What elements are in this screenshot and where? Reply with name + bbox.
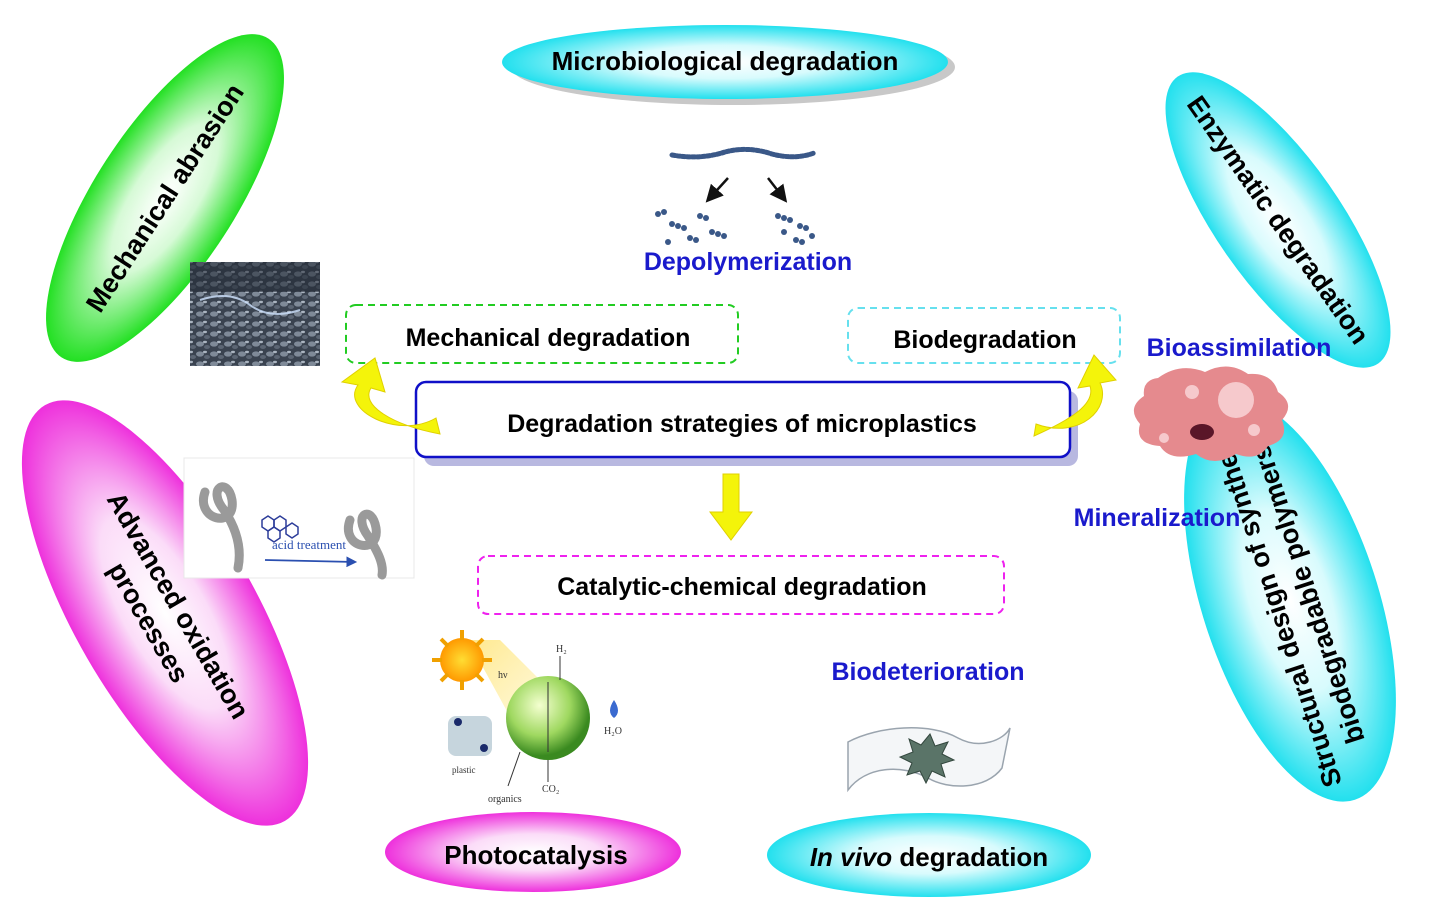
- water-drop-icon: [610, 700, 618, 718]
- advanced-oxidation-node: Advanced oxidation processes: [21, 400, 309, 826]
- biodeterioration-illustration: [847, 727, 1011, 793]
- mechanical-degradation-node: Mechanical degradation: [345, 304, 739, 364]
- biodeterioration-label: Biodeterioration: [831, 658, 1024, 686]
- hv-label: hν: [498, 670, 508, 681]
- microbiological-degradation-node: Microbiological degradation: [502, 25, 955, 105]
- abrasion-photo: [190, 262, 320, 366]
- cell-illustration: [1133, 366, 1289, 461]
- in-vivo-rest-label: degradation: [892, 842, 1048, 872]
- arrow-to-catalytic: [709, 473, 753, 541]
- center-title: Degradation strategies of microplastics: [507, 410, 977, 438]
- in-vivo-degradation-node: In vivo degradation: [767, 813, 1091, 897]
- photocatalysis-illustration: hν H₂ H₂O plastic organics CO₂: [432, 630, 622, 805]
- catalytic-chemical-label: Catalytic-chemical degradation: [557, 573, 927, 601]
- biodegradation-node: Biodegradation: [847, 307, 1121, 364]
- photocatalysis-node: Photocatalysis: [385, 812, 681, 892]
- catalytic-chemical-node: Catalytic-chemical degradation: [477, 555, 1005, 615]
- h2-label: H₂: [556, 644, 567, 655]
- center-node: Degradation strategies of microplastics: [414, 380, 1078, 466]
- sun-icon: [432, 630, 492, 690]
- in-vivo-degradation-label: In vivo degradation: [810, 842, 1048, 872]
- microbiological-degradation-label: Microbiological degradation: [552, 46, 899, 76]
- arrow-to-biodegradation: [1033, 354, 1117, 437]
- bioassimilation-label: Bioassimilation: [1147, 334, 1332, 362]
- biodegradation-label: Biodegradation: [893, 326, 1076, 354]
- arrow-to-mechanical: [340, 357, 441, 435]
- acid-treatment-illustration: acid treatment: [183, 457, 415, 580]
- burst-icon: [898, 733, 956, 785]
- plastic-label: plastic: [452, 765, 476, 775]
- polymer-chain-illustration: [655, 146, 817, 245]
- depolymerization-label: Depolymerization: [644, 248, 852, 276]
- co2-label: CO₂: [542, 784, 559, 795]
- organics-label: organics: [488, 794, 522, 805]
- mineralization-label: Mineralization: [1074, 504, 1241, 532]
- in-vivo-italic-label: In vivo: [810, 842, 892, 872]
- acid-treatment-label: acid treatment: [272, 537, 346, 552]
- mechanical-degradation-label: Mechanical degradation: [406, 324, 691, 352]
- photocatalysis-label: Photocatalysis: [444, 840, 628, 870]
- h2o-label: H₂O: [604, 726, 622, 737]
